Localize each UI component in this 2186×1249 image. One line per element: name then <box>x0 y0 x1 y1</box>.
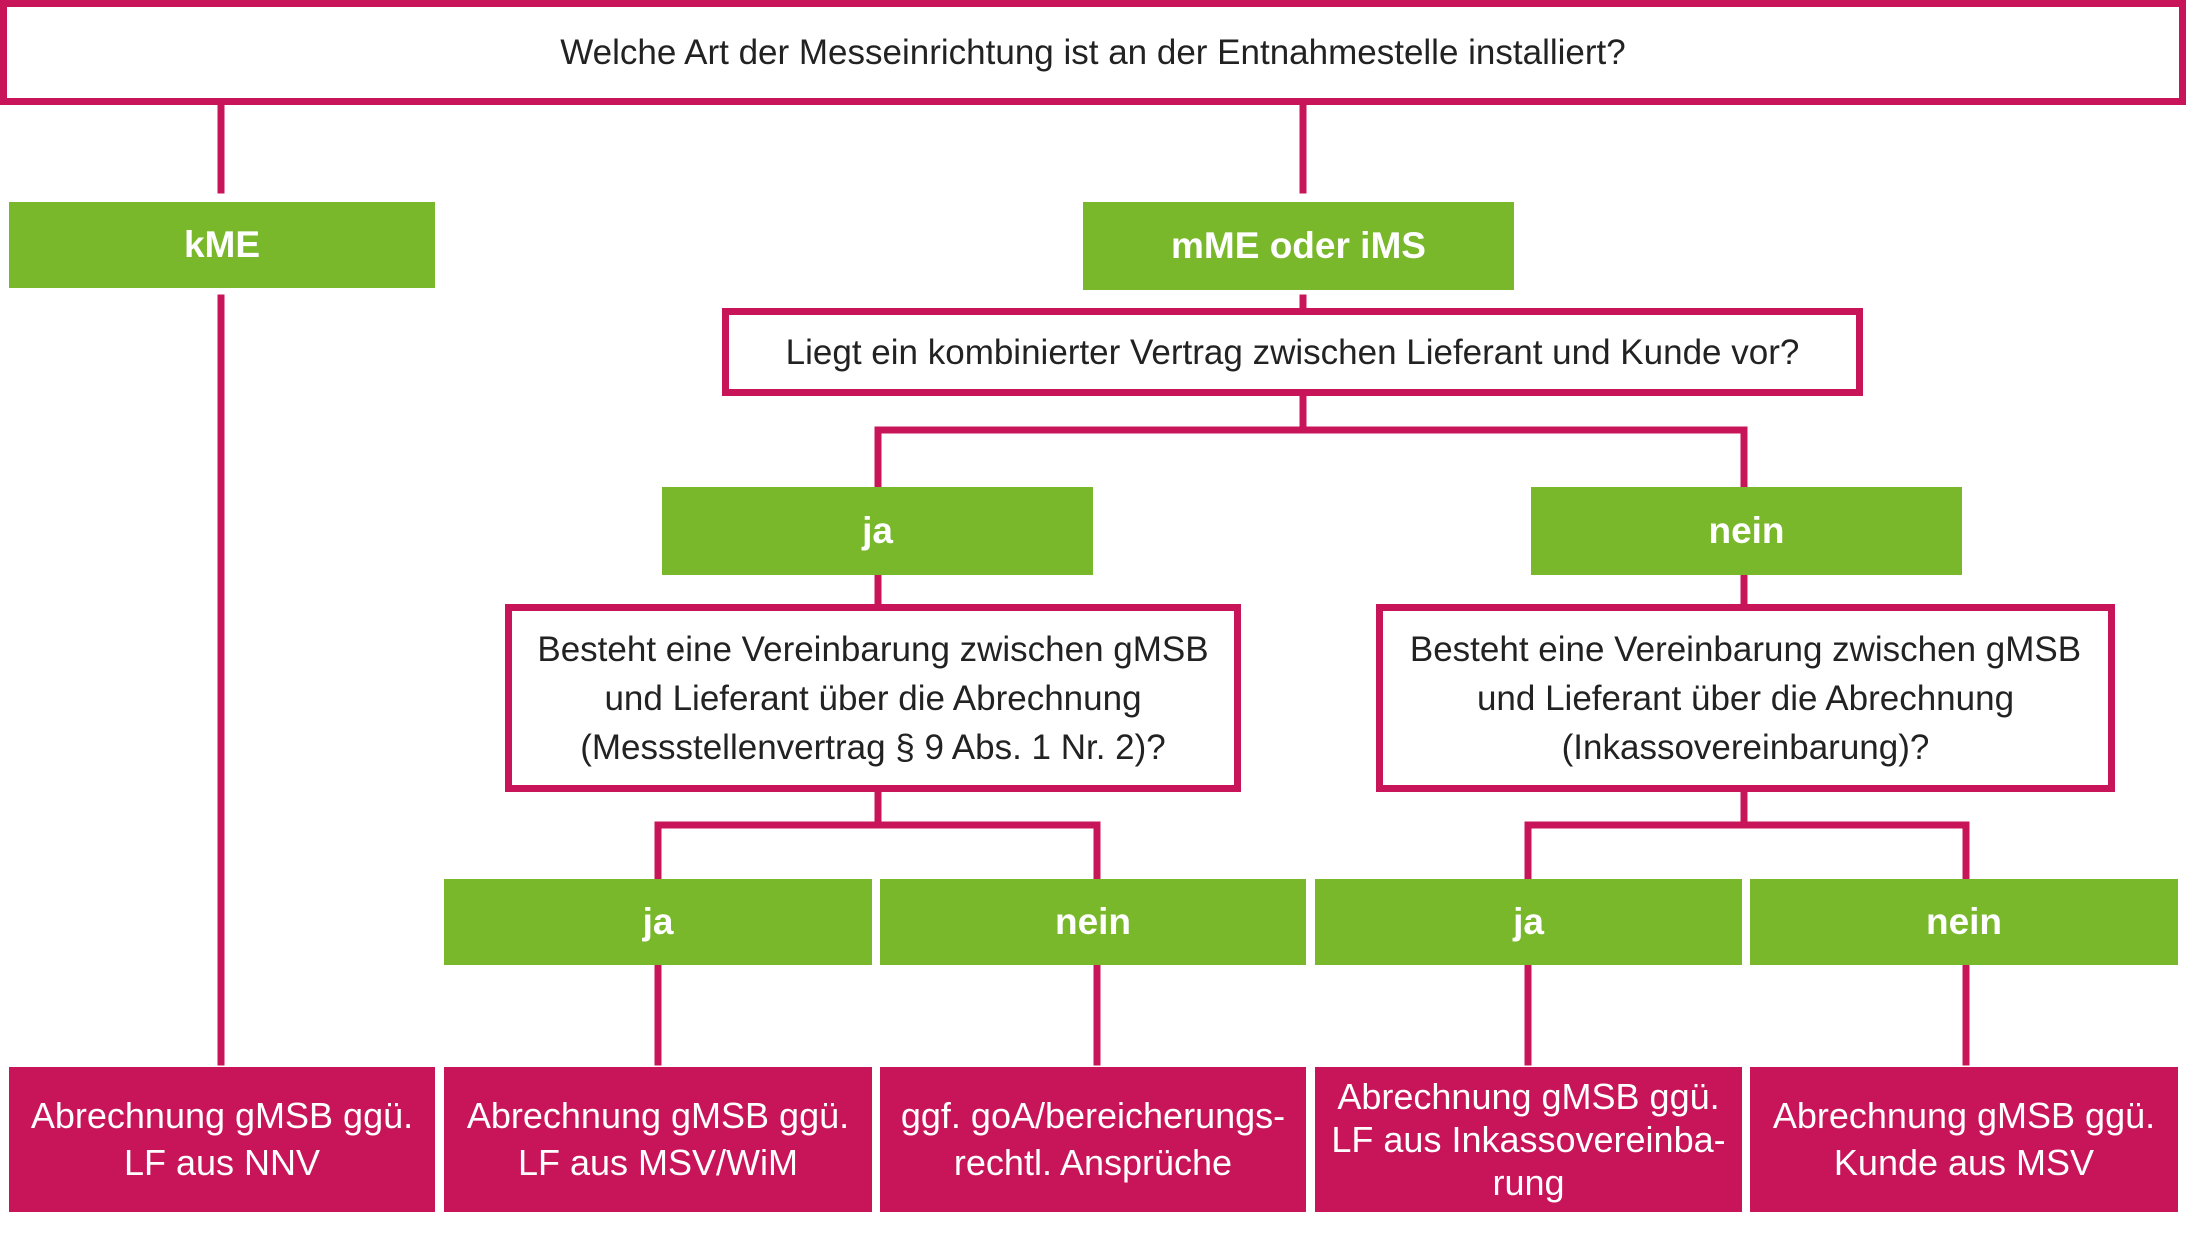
connector-question-ja-split <box>654 821 1101 884</box>
leaf-nein-ja-box: ja <box>1315 879 1742 965</box>
branch-ja-label: ja <box>862 510 893 551</box>
branch-ja-box: ja <box>662 487 1093 575</box>
result-3-box: ggf. goA/bereicherungs- rechtl. Ansprüch… <box>880 1067 1306 1212</box>
question-main-text: Welche Art der Messeinrichtung ist an de… <box>560 33 1626 72</box>
question-ja-text: Besteht eine Vereinbarung zwischen gMSB … <box>537 629 1209 767</box>
connector-question-nein-split <box>1524 821 1970 884</box>
option-kme-label: kME <box>183 224 261 265</box>
result-4-text: Abrechnung gMSB ggü. LF aus Inkassoverei… <box>1331 1075 1726 1204</box>
result-2-box: Abrechnung gMSB ggü. LF aus MSV/WiM <box>444 1067 872 1212</box>
result-1-box: Abrechnung gMSB ggü. LF aus NNV <box>9 1067 435 1212</box>
result-4-box: Abrechnung gMSB ggü. LF aus Inkassoverei… <box>1315 1067 1742 1212</box>
question-nein-box: Besteht eine Vereinbarung zwischen gMSB … <box>1376 604 2115 792</box>
question-ja-box: Besteht eine Vereinbarung zwischen gMSB … <box>505 604 1241 792</box>
question-contract-box: Liegt ein kombinierter Vertrag zwischen … <box>722 308 1863 396</box>
branch-nein-box: nein <box>1531 487 1962 575</box>
option-mme-label: mME oder iMS <box>1171 225 1426 266</box>
leaf-nein-ja-label: ja <box>1513 901 1544 942</box>
leaf-ja-ja-box: ja <box>444 879 872 965</box>
leaf-ja-nein-label: nein <box>1054 901 1132 942</box>
result-2-text: Abrechnung gMSB ggü. LF aus MSV/WiM <box>466 1094 850 1183</box>
result-3-text: ggf. goA/bereicherungs- rechtl. Ansprüch… <box>900 1094 1286 1183</box>
option-mme-box: mME oder iMS <box>1083 202 1514 290</box>
question-main-box: Welche Art der Messeinrichtung ist an de… <box>0 0 2186 105</box>
branch-nein-label: nein <box>1708 510 1785 551</box>
result-1-text: Abrechnung gMSB ggü. LF aus NNV <box>30 1094 414 1183</box>
option-kme-box: kME <box>9 202 435 288</box>
connector-question-split <box>874 426 1748 492</box>
leaf-ja-nein-box: nein <box>880 879 1306 965</box>
result-5-text: Abrechnung gMSB ggü. Kunde aus MSV <box>1772 1094 2156 1183</box>
question-nein-text: Besteht eine Vereinbarung zwischen gMSB … <box>1409 629 2082 767</box>
question-contract-text: Liegt ein kombinierter Vertrag zwischen … <box>785 332 1800 372</box>
leaf-nein-nein-label: nein <box>1925 901 2003 942</box>
leaf-ja-ja-label: ja <box>642 901 674 942</box>
result-5-box: Abrechnung gMSB ggü. Kunde aus MSV <box>1750 1067 2178 1212</box>
leaf-nein-nein-box: nein <box>1750 879 2178 965</box>
